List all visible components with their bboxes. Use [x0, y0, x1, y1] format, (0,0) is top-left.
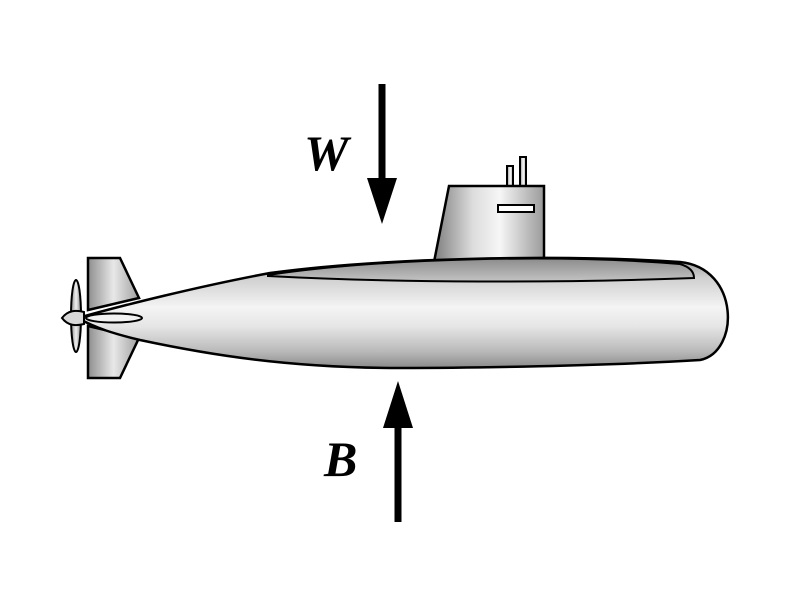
- weight-label: W: [304, 128, 348, 178]
- stern-cone: [86, 314, 142, 323]
- periscope-right: [520, 157, 526, 188]
- tower-window: [498, 205, 534, 212]
- periscope-left: [507, 166, 513, 188]
- conning-tower: [434, 186, 544, 262]
- weight-arrow: [367, 84, 397, 224]
- propeller-hub: [62, 311, 84, 325]
- buoyancy-arrow: [383, 381, 413, 522]
- deck-casing: [268, 259, 694, 282]
- buoyancy-label: B: [324, 434, 357, 484]
- upper-tail-fin: [88, 258, 139, 310]
- submarine: [62, 157, 728, 378]
